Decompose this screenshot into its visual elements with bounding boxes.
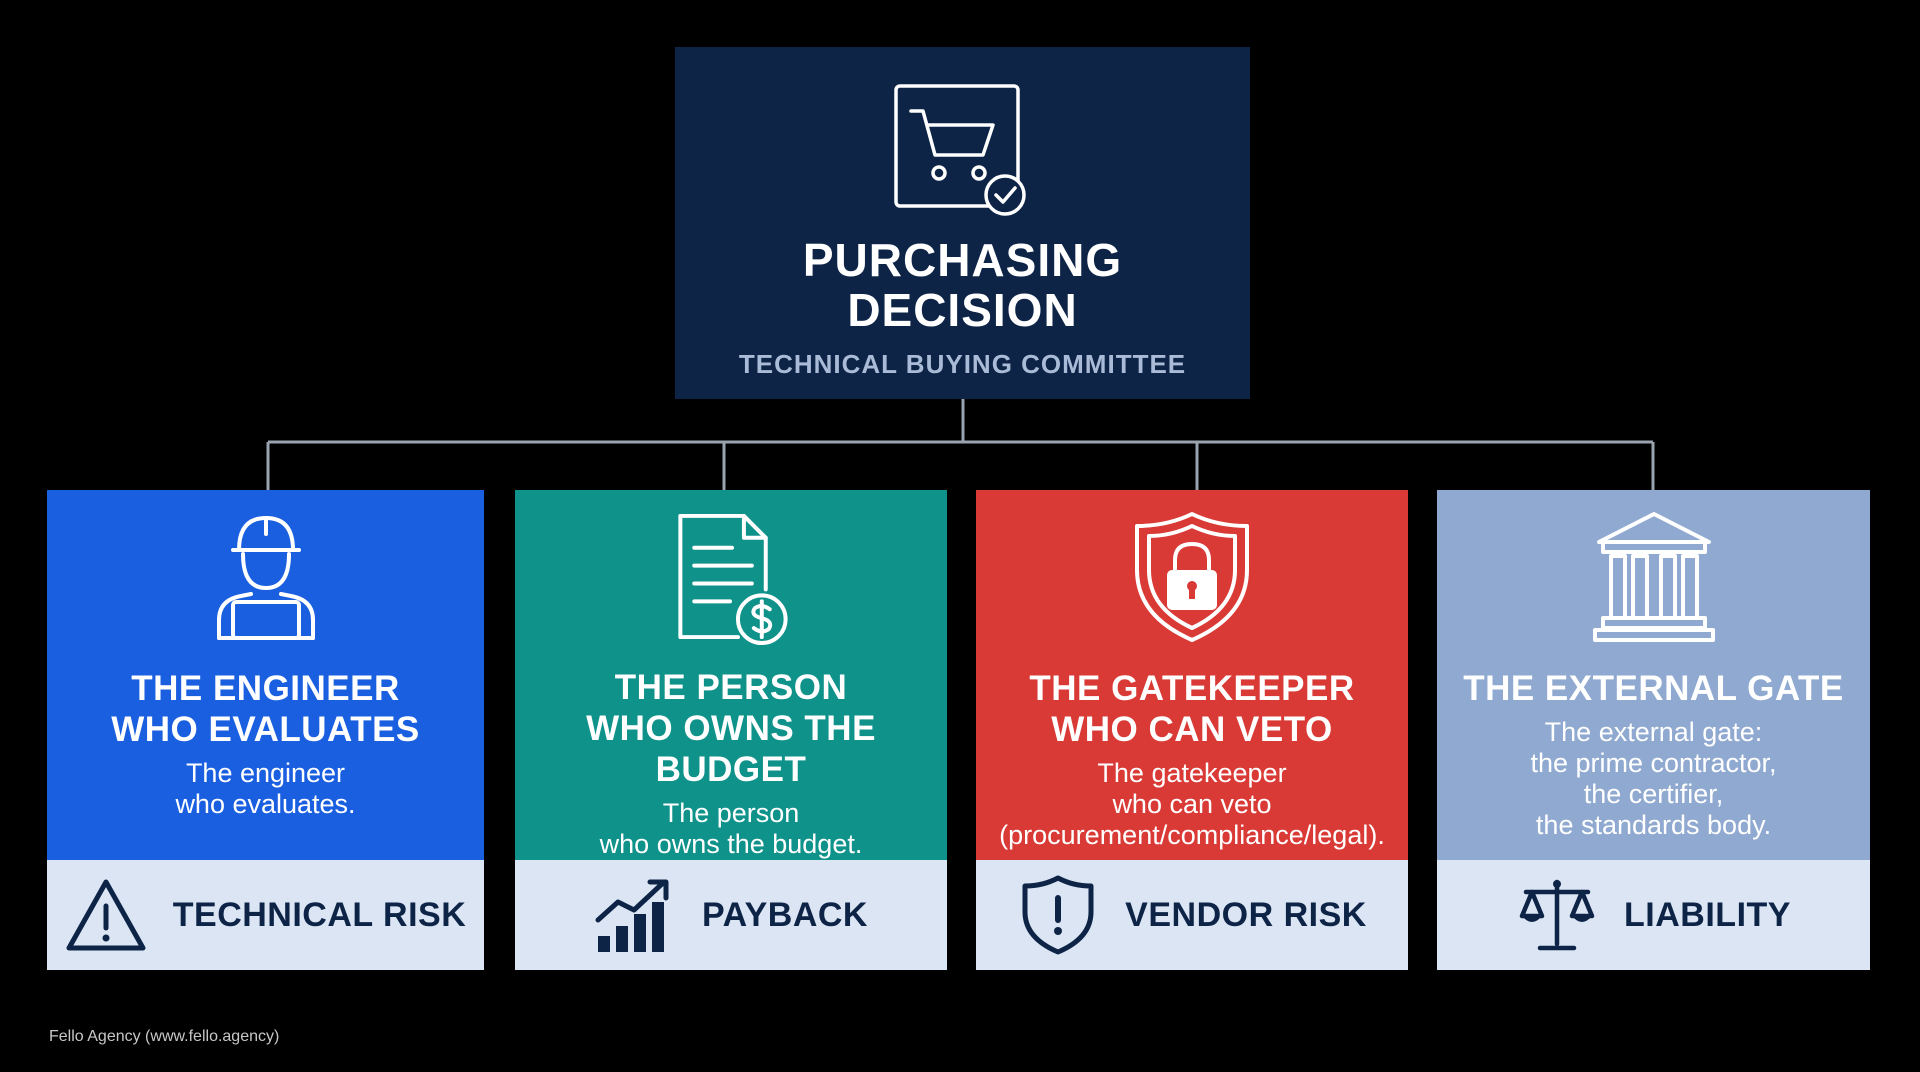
card-title: THE PERSON WHO OWNS THE BUDGET: [586, 668, 876, 789]
risk-label: TECHNICAL RISK: [172, 895, 467, 934]
scales-icon: [1519, 879, 1595, 951]
invoice-dollar-icon: [678, 513, 788, 646]
card-title: THE GATEKEEPER WHO CAN VETO: [1029, 669, 1355, 749]
risk-bar: PAYBACK: [515, 860, 947, 970]
root-title: PURCHASING DECISION: [802, 234, 1123, 336]
risk-bar: TECHNICAL RISK: [47, 860, 484, 970]
card-description: The person who owns the budget.: [599, 798, 863, 859]
card-title: THE ENGINEER WHO EVALUATES: [111, 669, 420, 749]
footer-credit: Fello Agency (www.fello.agency): [49, 1028, 280, 1045]
growth-chart-icon: [595, 879, 669, 952]
card-external-gate: THE EXTERNAL GATE The external gate: the…: [1437, 490, 1870, 970]
card-title: THE EXTERNAL GATE: [1463, 669, 1844, 708]
card-description: The gatekeeper who can veto (procurement…: [999, 758, 1385, 850]
risk-label: LIABILITY: [1624, 895, 1791, 934]
shopping-cart-check-icon: [893, 84, 1026, 216]
root-node-purchasing-decision: PURCHASING DECISION TECHNICAL BUYING COM…: [675, 47, 1250, 399]
risk-bar: LIABILITY: [1437, 860, 1870, 970]
card-engineer: THE ENGINEER WHO EVALUATES The engineer …: [47, 490, 484, 970]
root-subtitle: TECHNICAL BUYING COMMITTEE: [738, 349, 1187, 379]
institution-icon: [1592, 512, 1715, 642]
engineer-icon: [216, 516, 315, 640]
card-budget-owner: THE PERSON WHO OWNS THE BUDGET The perso…: [515, 490, 947, 970]
card-gatekeeper: THE GATEKEEPER WHO CAN VETO The gatekeep…: [976, 490, 1408, 970]
card-description: The external gate: the prime contractor,…: [1530, 717, 1777, 840]
shield-lock-icon: [1135, 512, 1249, 642]
warning-triangle-icon: [66, 879, 146, 951]
card-description: The engineer who evaluates.: [175, 758, 356, 819]
risk-label: PAYBACK: [702, 895, 868, 934]
risk-bar: VENDOR RISK: [976, 860, 1408, 970]
shield-alert-icon: [1022, 875, 1094, 955]
risk-label: VENDOR RISK: [1125, 895, 1367, 934]
